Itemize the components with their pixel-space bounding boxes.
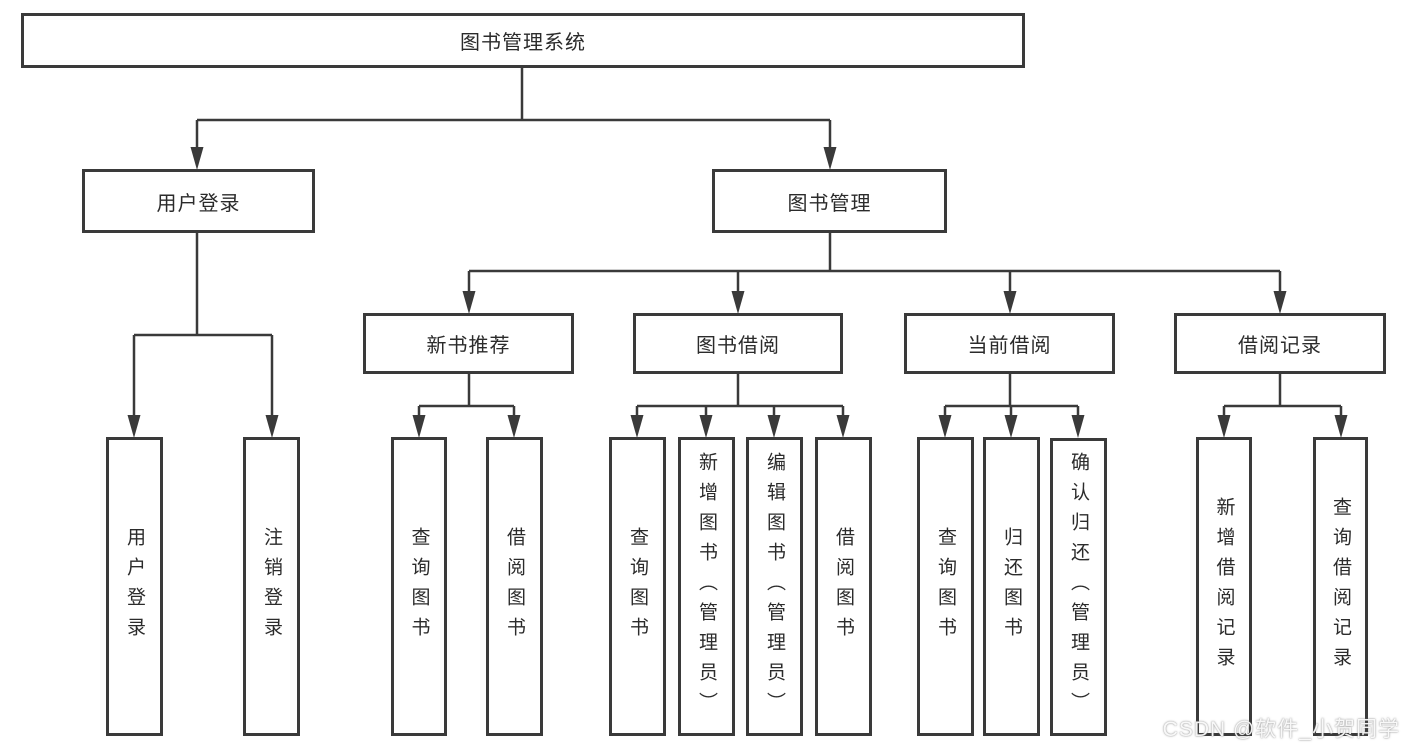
leaf-bb-edit-books-admin: 编辑图书（管理员）: [746, 437, 803, 736]
leaf-bb-add-books-admin-label: 新增图书（管理员）: [696, 451, 717, 722]
leaf-br-query-record-label: 查询借阅记录: [1330, 496, 1351, 677]
leaf-user-login: 用户登录: [106, 437, 163, 736]
node-new-book-recommendation-label: 新书推荐: [426, 335, 511, 357]
leaf-cb-query-books-label: 查询图书: [935, 526, 956, 647]
node-borrowing-records: 借阅记录: [1174, 313, 1386, 374]
node-borrowing-records-label: 借阅记录: [1238, 335, 1322, 357]
leaf-nbr-borrow-books-label: 借阅图书: [504, 526, 525, 647]
leaf-user-login-label: 用户登录: [124, 526, 145, 647]
leaf-br-add-record: 新增借阅记录: [1196, 437, 1252, 736]
node-book-borrowing: 图书借阅: [633, 313, 843, 374]
leaf-logout-label: 注销登录: [261, 526, 282, 647]
leaf-bb-add-books-admin: 新增图书（管理员）: [678, 437, 735, 736]
leaf-bb-borrow-books: 借阅图书: [815, 437, 872, 736]
leaf-bb-borrow-books-label: 借阅图书: [833, 526, 854, 647]
leaf-br-add-record-label: 新增借阅记录: [1213, 496, 1235, 677]
node-current-borrowing-label: 当前借阅: [967, 335, 1052, 357]
arrowhead-icons: [127, 147, 1348, 438]
leaf-cb-confirm-return-admin-label: 确认归还（管理员）: [1068, 452, 1089, 722]
leaf-cb-return-books: 归还图书: [983, 437, 1040, 736]
node-new-book-recommendation: 新书推荐: [363, 313, 574, 374]
leaf-bb-edit-books-admin-label: 编辑图书（管理员）: [764, 451, 785, 722]
node-book-management-label: 图书管理: [787, 192, 872, 215]
node-book-management: 图书管理: [712, 169, 947, 233]
leaf-bb-query-books-label: 查询图书: [627, 526, 648, 647]
node-root-library-management-system: 图书管理系统: [21, 13, 1025, 68]
leaf-nbr-query-books: 查询图书: [391, 437, 447, 736]
node-root-label: 图书管理系统: [460, 32, 586, 54]
leaf-logout: 注销登录: [243, 437, 300, 736]
leaf-cb-return-books-label: 归还图书: [1001, 526, 1022, 647]
node-current-borrowing: 当前借阅: [904, 313, 1115, 374]
leaf-nbr-query-books-label: 查询图书: [408, 526, 430, 647]
leaf-cb-confirm-return-admin: 确认归还（管理员）: [1050, 438, 1107, 736]
node-user-login-label: 用户登录: [156, 192, 241, 215]
leaf-br-query-record: 查询借阅记录: [1313, 437, 1368, 736]
leaf-bb-query-books: 查询图书: [609, 437, 666, 736]
node-book-borrowing-label: 图书借阅: [696, 335, 780, 357]
node-user-login: 用户登录: [82, 169, 315, 233]
leaf-nbr-borrow-books: 借阅图书: [486, 437, 543, 736]
leaf-cb-query-books: 查询图书: [917, 437, 974, 736]
